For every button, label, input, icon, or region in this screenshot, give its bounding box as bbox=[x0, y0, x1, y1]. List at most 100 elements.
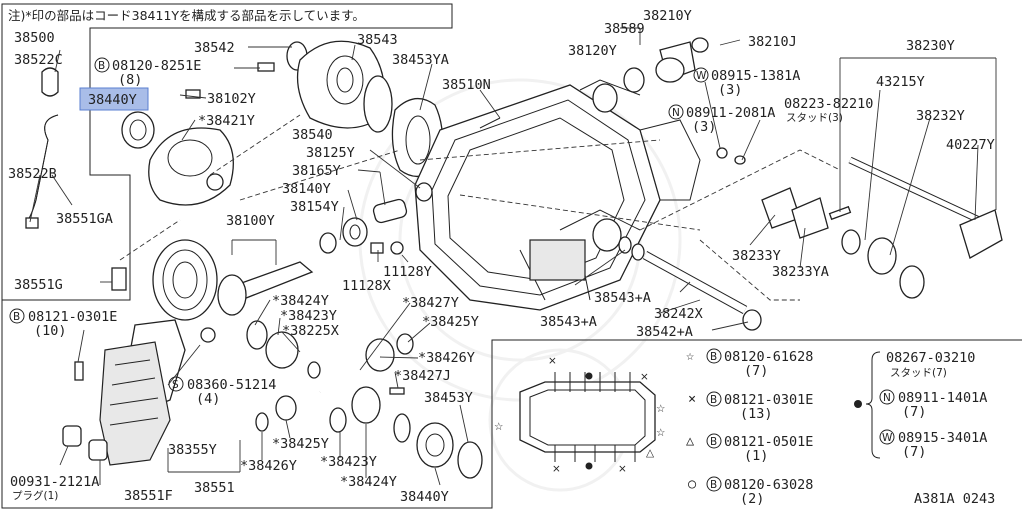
legend-star-marker: B bbox=[710, 351, 717, 363]
inset-star-2: ☆ bbox=[656, 427, 665, 439]
inset-cross-4: × bbox=[618, 463, 627, 475]
legend-cross-qty: (13) bbox=[740, 406, 773, 422]
label-38427Y: *38427Y bbox=[402, 295, 459, 311]
label-38426Y-b: *38426Y bbox=[240, 458, 297, 474]
diff-case bbox=[148, 127, 234, 206]
label-08915-1381A-qty: (3) bbox=[718, 82, 742, 98]
label-38453YA: 38453YA bbox=[392, 52, 449, 68]
label-38424Y-a: *38424Y bbox=[272, 293, 329, 309]
legend-dot-marker-w: W bbox=[882, 432, 893, 444]
legend-triangle-symbol: △ bbox=[686, 433, 695, 449]
label-08121-0301E-left-qty: (10) bbox=[34, 323, 67, 339]
legend-star-symbol: ☆ bbox=[686, 348, 694, 364]
inset-star-1: ☆ bbox=[656, 403, 665, 415]
label-38543A-a: 38543+A bbox=[594, 290, 651, 306]
inset-star-3: ☆ bbox=[494, 421, 503, 433]
ring-gear-pinion bbox=[152, 239, 314, 350]
pinion-spacers bbox=[319, 182, 433, 255]
note-text: 注)*印の部品はコード38411Yを構成する部品を示しています。 bbox=[8, 8, 365, 23]
o-ring-38543 bbox=[363, 75, 393, 133]
part-labels: 38500 38522C B 08120-8251E (8) 38440Y 38… bbox=[8, 8, 995, 505]
label-38232Y: 38232Y bbox=[916, 108, 965, 124]
legend-dot-code-2: 08911-1401A bbox=[898, 390, 987, 406]
legend-dot-qty-3: (7) bbox=[902, 444, 926, 460]
label-08360-51214: 08360-51214 bbox=[187, 377, 276, 393]
label-08360-51214-qty: (4) bbox=[196, 391, 220, 407]
label-08915-1381A: 08915-1381A bbox=[711, 68, 800, 84]
label-38540: 38540 bbox=[292, 127, 333, 143]
label-38425Y-b: *38425Y bbox=[272, 436, 329, 452]
label-38423Y-a: *38423Y bbox=[280, 308, 337, 324]
seal-and-side-cover bbox=[286, 40, 385, 129]
inset-cross-2: × bbox=[640, 371, 649, 383]
label-00931-2121A-sub: プラグ(1) bbox=[12, 489, 58, 502]
label-38165Y: 38165Y bbox=[292, 163, 341, 179]
label-08911-2081A: 08911-2081A bbox=[686, 105, 775, 121]
label-38100Y: 38100Y bbox=[226, 213, 275, 229]
legend-star-code: 08120-61628 bbox=[724, 349, 813, 365]
leader-lines bbox=[59, 27, 997, 486]
label-38542A: 38542+A bbox=[636, 324, 693, 340]
label-38453Y: 38453Y bbox=[424, 390, 473, 406]
highlight-38440Y[interactable] bbox=[79, 87, 149, 111]
legend-triangle-code: 08121-0501E bbox=[724, 434, 813, 450]
label-38210Y: 38210Y bbox=[643, 8, 692, 24]
label-38102Y: 38102Y bbox=[207, 91, 256, 107]
legend-star-qty: (7) bbox=[744, 363, 768, 379]
label-00931-2121A: 00931-2121A bbox=[10, 474, 99, 490]
legend-circle-code: 08120-63028 bbox=[724, 477, 813, 493]
label-08223-82210-sub: スタッド(3) bbox=[786, 112, 843, 124]
legend-dot-icon bbox=[854, 400, 862, 408]
label-38242X: 38242X bbox=[654, 306, 703, 322]
pinion-mate-set bbox=[255, 331, 414, 433]
inset-triangle: △ bbox=[646, 447, 655, 459]
legend-dot-marker-n: N bbox=[883, 392, 891, 404]
legend-dot-code-3: 08915-3401A bbox=[898, 430, 987, 446]
inset-bolt-ticks bbox=[554, 372, 636, 462]
inset-cross-1: × bbox=[548, 355, 557, 367]
label-38423Y-b: *38423Y bbox=[320, 454, 377, 470]
marker-w-1: W bbox=[696, 70, 707, 82]
label-38551G: 38551G bbox=[14, 277, 63, 293]
label-08120-8251E: 08120-8251E bbox=[112, 58, 201, 74]
label-38440Y-top[interactable]: 38440Y bbox=[88, 92, 137, 108]
label-38510N: 38510N bbox=[442, 77, 491, 93]
label-38551GA: 38551GA bbox=[56, 211, 113, 227]
label-38421Y: *38421Y bbox=[198, 113, 255, 129]
label-38210J: 38210J bbox=[748, 34, 797, 50]
bolt-legend: ☆ B 08120-61628 (7) × B 08121-0301E (13)… bbox=[686, 348, 987, 507]
legend-dot-sub-1: スタッド(7) bbox=[890, 367, 947, 379]
label-38424Y-b: *38424Y bbox=[340, 474, 397, 490]
diagram-id: A381A 0243 bbox=[914, 491, 995, 507]
label-08223-82210: 08223-82210 bbox=[784, 96, 873, 112]
label-38551: 38551 bbox=[194, 480, 235, 496]
side-bearing-bottom bbox=[393, 413, 483, 479]
breather-hose-group bbox=[25, 49, 127, 291]
legend-circle-symbol: ○ bbox=[688, 476, 697, 492]
label-38425Y-a: *38425Y bbox=[422, 314, 479, 330]
legend-dot-code-1: 08267-03210 bbox=[886, 350, 975, 366]
label-38230Y: 38230Y bbox=[906, 38, 955, 54]
legend-circle-qty: (2) bbox=[740, 491, 764, 507]
label-38551F: 38551F bbox=[124, 488, 173, 504]
label-38233YA: 38233YA bbox=[772, 264, 829, 280]
label-38542-top: 38542 bbox=[194, 40, 235, 56]
label-08911-2081A-qty: (3) bbox=[692, 119, 716, 135]
label-38522C: 38522C bbox=[14, 52, 63, 68]
drain-plugs bbox=[62, 425, 108, 461]
label-38154Y: 38154Y bbox=[290, 199, 339, 215]
label-38140Y: 38140Y bbox=[282, 181, 331, 197]
label-38225X: *38225X bbox=[282, 323, 339, 339]
marker-n-1: N bbox=[672, 107, 680, 119]
label-38120Y: 38120Y bbox=[568, 43, 617, 59]
label-11128Y: 11128Y bbox=[383, 264, 432, 280]
label-38522B: 38522B bbox=[8, 166, 57, 182]
label-38440Y-bot: 38440Y bbox=[400, 489, 449, 505]
legend-cross-marker: B bbox=[710, 394, 717, 406]
legend-triangle-qty: (1) bbox=[744, 448, 768, 464]
label-43215Y: 43215Y bbox=[876, 74, 925, 90]
label-40227Y: 40227Y bbox=[946, 137, 995, 153]
legend-cross-code: 08121-0301E bbox=[724, 392, 813, 408]
axle-shaft-group bbox=[618, 156, 1003, 331]
